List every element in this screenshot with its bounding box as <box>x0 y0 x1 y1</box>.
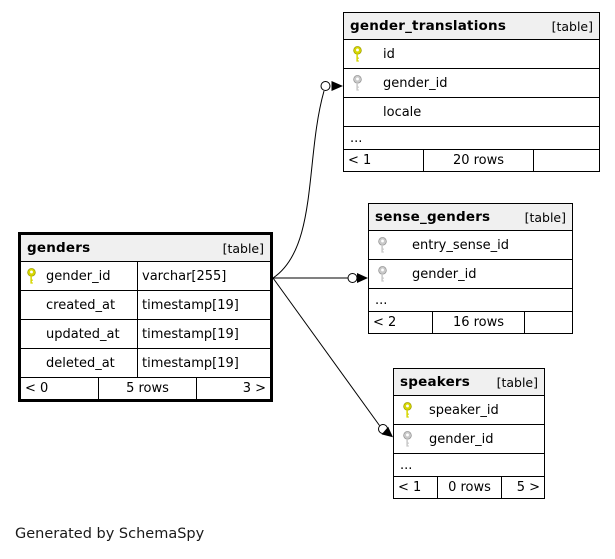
column-name: gender_id <box>46 268 111 284</box>
column-row-locale: locale <box>344 98 599 127</box>
table-footer: < 1 20 rows <box>344 150 599 171</box>
footer-implied-parents <box>524 312 572 333</box>
table-speakers[interactable]: speakers [table] speaker_id gender_id ..… <box>393 368 545 499</box>
table-name: gender_translations <box>350 18 507 34</box>
table-name: speakers <box>400 374 471 390</box>
column-name: locale <box>383 104 422 120</box>
column-row-speaker-id: speaker_id <box>394 396 544 425</box>
primary-key-icon <box>352 45 383 63</box>
column-name: gender_id <box>429 431 494 447</box>
column-row-created-at: created_at timestamp[19] <box>21 291 270 320</box>
table-footer: < 2 16 rows <box>369 312 572 333</box>
column-row-updated-at: updated_at timestamp[19] <box>21 320 270 349</box>
column-name: deleted_at <box>46 355 115 371</box>
footer-implied-children: < 1 <box>348 153 372 168</box>
foreign-key-icon <box>377 236 412 254</box>
column-row-entry-sense-id: entry_sense_id <box>369 231 572 260</box>
footer-implied-parents: 5 > <box>501 477 544 498</box>
column-row-id: id <box>344 40 599 69</box>
column-name: entry_sense_id <box>412 237 510 253</box>
column-name: id <box>383 46 395 62</box>
table-header[interactable]: genders [table] <box>21 235 270 262</box>
edge-genders-to-gender-translations <box>272 81 343 279</box>
column-row-deleted-at: deleted_at timestamp[19] <box>21 349 270 378</box>
edge-genders-to-sense-genders <box>273 273 368 283</box>
footer-implied-children: < 0 <box>25 381 49 396</box>
primary-key-icon <box>402 401 429 419</box>
ellipsis-row: ... <box>344 127 599 150</box>
footer-implied-children: < 1 <box>398 480 422 495</box>
primary-key-icon <box>26 267 46 285</box>
column-row-gender-id: gender_id <box>394 425 544 454</box>
table-header[interactable]: speakers [table] <box>394 369 544 396</box>
table-type-tag: [table] <box>551 18 593 34</box>
footer-row-count: 5 rows <box>98 378 196 399</box>
table-type-tag: [table] <box>222 240 264 256</box>
column-name: gender_id <box>412 266 477 282</box>
column-row-gender-id: gender_id <box>369 260 572 289</box>
column-name: gender_id <box>383 75 448 91</box>
foreign-key-icon <box>402 430 429 448</box>
column-type: timestamp[19] <box>137 320 270 348</box>
footer-row-count: 16 rows <box>432 312 524 333</box>
column-name: created_at <box>46 297 116 313</box>
table-gender-translations[interactable]: gender_translations [table] id gender_id… <box>343 12 600 172</box>
footer-implied-children: < 2 <box>373 315 397 330</box>
column-type: varchar[255] <box>137 262 270 290</box>
table-name: genders <box>27 240 91 256</box>
table-header[interactable]: gender_translations [table] <box>344 13 599 40</box>
table-type-tag: [table] <box>496 374 538 390</box>
foreign-key-icon <box>352 74 383 92</box>
table-footer: < 0 5 rows 3 > <box>21 378 270 399</box>
foreign-key-icon <box>377 265 412 283</box>
footer-implied-parents: 3 > <box>196 378 270 399</box>
ellipsis-row: ... <box>394 454 544 477</box>
generator-note: Generated by SchemaSpy <box>15 526 205 542</box>
table-type-tag: [table] <box>524 209 566 225</box>
column-type: timestamp[19] <box>137 349 270 377</box>
table-footer: < 1 0 rows 5 > <box>394 477 544 498</box>
table-header[interactable]: sense_genders [table] <box>369 204 572 231</box>
column-row-gender-id: gender_id varchar[255] <box>21 262 270 291</box>
footer-implied-parents <box>533 150 599 171</box>
table-genders[interactable]: genders [table] gender_id varchar[255] c… <box>18 232 273 402</box>
column-name: speaker_id <box>429 402 499 418</box>
table-name: sense_genders <box>375 209 491 225</box>
footer-row-count: 0 rows <box>437 477 501 498</box>
table-sense-genders[interactable]: sense_genders [table] entry_sense_id gen… <box>368 203 573 334</box>
column-name: updated_at <box>46 326 120 342</box>
footer-row-count: 20 rows <box>423 150 533 171</box>
column-row-gender-id: gender_id <box>344 69 599 98</box>
column-type: timestamp[19] <box>137 291 270 319</box>
ellipsis-row: ... <box>369 289 572 312</box>
